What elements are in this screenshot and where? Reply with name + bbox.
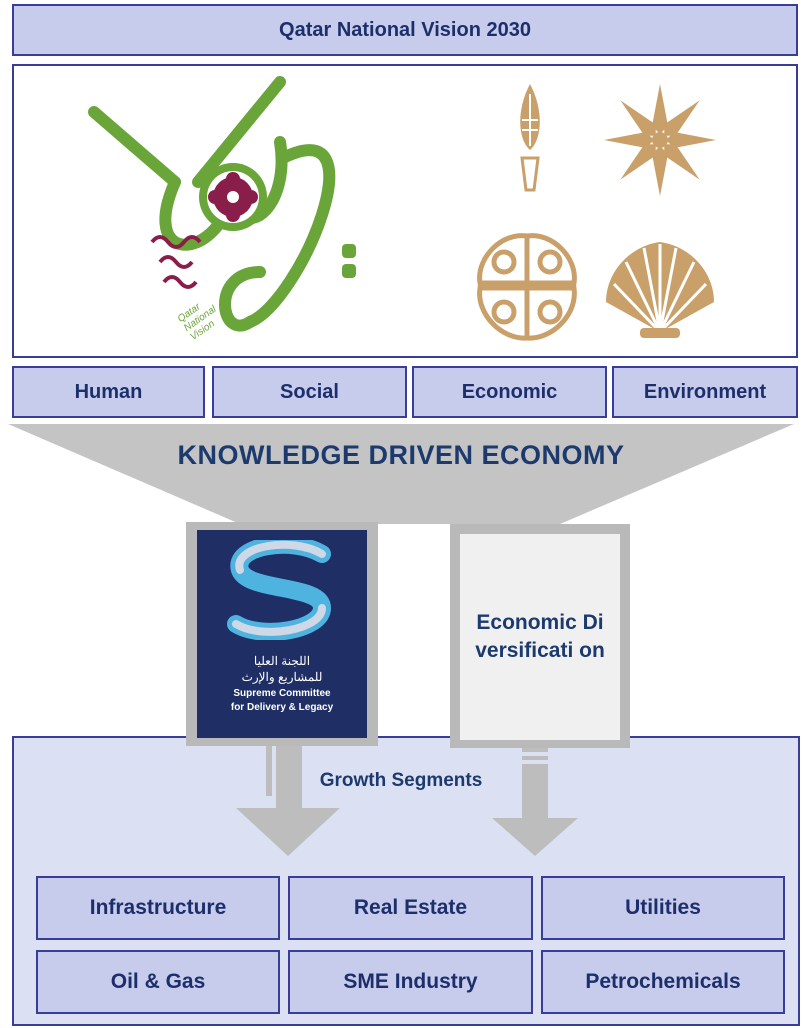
pillar-environment: Environment <box>612 366 798 418</box>
segment-sme-industry: SME Industry <box>288 950 533 1014</box>
economic-diversification-card: Economic Diversificati on <box>460 534 620 740</box>
supreme-committee-logo-icon <box>227 540 332 640</box>
pillar-human: Human <box>12 366 205 418</box>
right-down-arrow-icon <box>492 748 578 856</box>
funnel-shape <box>8 424 794 524</box>
star-ornament-icon <box>604 84 716 196</box>
sc-english-line-1: Supreme Committee <box>233 688 331 699</box>
sc-arabic-line-2: للمشاريع والإرث <box>241 670 323 684</box>
segment-real-estate: Real Estate <box>288 876 533 940</box>
shell-ornament-icon <box>606 242 714 338</box>
segment-utilities: Utilities <box>541 876 785 940</box>
economic-diversification-label: Economic Diversificati on <box>475 611 605 662</box>
flame-ornament-icon <box>520 84 540 192</box>
segment-petrochemicals: Petrochemicals <box>541 950 785 1014</box>
pillar-economic: Economic <box>412 366 607 418</box>
segment-infrastructure: Infrastructure <box>36 876 280 940</box>
growth-segments-label: Growth Segments <box>319 770 483 791</box>
page-title: Qatar National Vision 2030 <box>12 4 798 56</box>
qatar-national-vision-logo <box>88 76 356 332</box>
sc-english-line-2: for Delivery & Legacy <box>230 702 334 713</box>
pillar-social: Social <box>212 366 407 418</box>
quatrefoil-ornament-icon <box>477 233 577 341</box>
funnel-label: KNOWLEDGE DRIVEN ECONOMY <box>177 440 625 470</box>
sc-arabic-line-1: اللجنة العليا <box>253 654 311 668</box>
left-down-arrow-icon <box>236 746 340 856</box>
segment-oil-gas: Oil & Gas <box>36 950 280 1014</box>
